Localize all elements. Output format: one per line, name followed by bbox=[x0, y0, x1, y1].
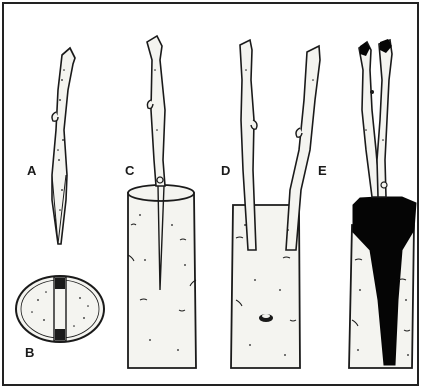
panel-e-waxed-graft bbox=[349, 39, 416, 368]
panel-label-d: D bbox=[221, 164, 230, 177]
panel-b-stock-top-view bbox=[16, 276, 104, 342]
panel-label-e: E bbox=[318, 164, 327, 177]
panel-a-scion bbox=[52, 48, 75, 244]
panel-label-c: C bbox=[125, 164, 134, 177]
panel-label-a: A bbox=[27, 164, 36, 177]
panel-label-b: B bbox=[25, 346, 34, 359]
panel-d-two-scions bbox=[231, 40, 320, 368]
panel-c-cleft-insert bbox=[128, 36, 196, 368]
